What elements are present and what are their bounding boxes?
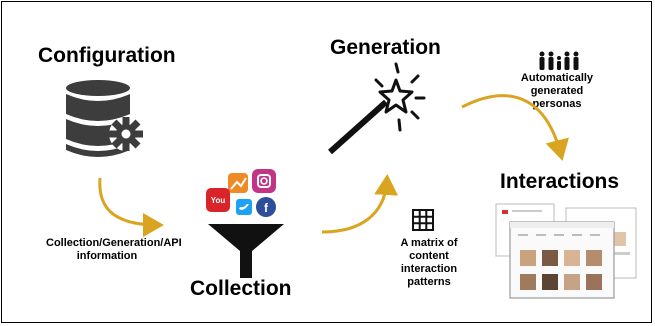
funnel-shape	[208, 224, 284, 278]
persona-photos	[520, 250, 602, 290]
configuration-title: Configuration	[38, 44, 176, 67]
ui-screenshots-icon	[495, 203, 637, 299]
svg-text:You: You	[211, 196, 226, 205]
database-gear-icon	[66, 80, 143, 157]
grid-matrix-icon	[412, 209, 434, 231]
social-media-funnel-icon: You f	[206, 169, 284, 278]
interactions-title: Interactions	[500, 170, 620, 193]
arrow-generation-to-interactions	[461, 94, 569, 161]
youtube-icon	[206, 188, 230, 212]
generation-to-interactions-note: Automatically generated personas	[520, 72, 594, 110]
instagram-icon	[252, 169, 276, 193]
svg-text:f: f	[264, 201, 269, 215]
magic-wand-icon	[328, 62, 426, 155]
config-to-collection-note: Collection/Generation/API information	[46, 237, 182, 262]
arrow-config-to-collection	[98, 177, 164, 237]
collection-title: Collection	[190, 277, 292, 300]
generation-title: Generation	[330, 36, 441, 59]
facebook-icon	[256, 197, 276, 217]
people-group-icon	[539, 51, 579, 70]
arrow-collection-to-generation	[321, 174, 399, 234]
collection-to-generation-note: A matrix of content interaction patterns	[400, 237, 458, 288]
